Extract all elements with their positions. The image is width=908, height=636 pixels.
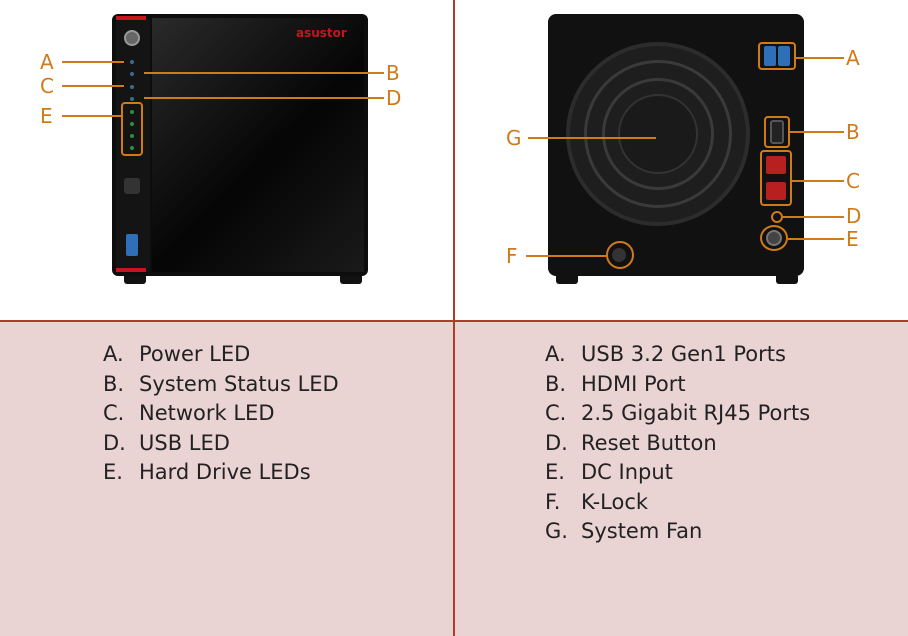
list-item: F.K-Lock — [545, 489, 649, 514]
led-indicator — [130, 97, 134, 101]
front-callout-a: A — [40, 50, 54, 74]
nas-foot-left — [124, 276, 146, 284]
list-item: C.Network LED — [103, 401, 275, 425]
list-item: G.System Fan — [545, 519, 703, 543]
front-leader-c — [62, 85, 124, 87]
list-item: D.USB LED — [103, 430, 230, 455]
fan-grille-ring — [584, 60, 732, 208]
back-callout-c: C — [846, 169, 860, 193]
fan-hub — [618, 94, 698, 174]
nas-foot-right — [340, 276, 362, 284]
front-leader-b — [144, 72, 384, 74]
front-leader-d — [144, 97, 384, 99]
nas-foot-left — [556, 276, 578, 284]
ethernet-port-icon — [766, 156, 786, 174]
back-callout-b: B — [846, 120, 860, 144]
red-accent-top — [116, 16, 146, 20]
back-callout-e: E — [846, 227, 859, 251]
back-leader-d — [783, 216, 844, 218]
front-callout-b: B — [386, 61, 400, 85]
front-legend-list: A.Power LED B.System Status LED C.Networ… — [103, 340, 339, 488]
list-item: D.Reset Button — [545, 430, 717, 455]
rj45-ports-highlight — [760, 150, 792, 206]
back-leader-c — [792, 180, 844, 182]
list-item: E.DC Input — [545, 460, 673, 484]
hdd-led — [130, 110, 134, 114]
back-callout-d: D — [846, 204, 862, 228]
red-accent-bottom — [116, 268, 146, 272]
front-leader-a — [62, 61, 124, 63]
brand-logo: asustor — [296, 26, 347, 40]
list-item: A.USB 3.2 Gen1 Ports — [545, 342, 786, 366]
list-item: E.Hard Drive LEDs — [103, 460, 311, 484]
dc-input-highlight — [760, 225, 788, 251]
front-callout-e: E — [40, 104, 53, 128]
vertical-divider — [453, 0, 455, 636]
back-leader-f — [526, 255, 606, 257]
hdd-led — [130, 122, 134, 126]
nas-foot-right — [776, 276, 798, 284]
back-callout-f: F — [506, 244, 518, 268]
back-leader-b — [790, 131, 844, 133]
fan-grille-ring — [602, 78, 714, 190]
front-leader-e — [62, 115, 121, 117]
list-item: C.2.5 Gigabit RJ45 Ports — [545, 401, 811, 425]
usb-port-icon — [764, 46, 776, 66]
hdmi-port-highlight — [764, 116, 790, 148]
front-callout-c: C — [40, 74, 54, 98]
usb-port-icon — [778, 46, 790, 66]
back-leader-a — [796, 57, 844, 59]
led-indicator — [130, 72, 134, 76]
hdmi-port-icon — [770, 120, 784, 144]
back-leader-e — [788, 238, 844, 240]
list-item: B.System Status LED — [103, 371, 339, 396]
led-indicator — [130, 60, 134, 64]
hdd-led-highlight — [121, 102, 143, 156]
list-item: B.HDMI Port — [545, 371, 686, 396]
front-callout-d: D — [386, 86, 402, 110]
back-callout-a: A — [846, 46, 860, 70]
back-leader-g — [528, 137, 656, 139]
k-lock-highlight — [606, 241, 634, 269]
led-indicator — [130, 85, 134, 89]
usb-port-icon — [126, 234, 138, 256]
back-legend-list: A.USB 3.2 Gen1 Ports B.HDMI Port C.2.5 G… — [545, 340, 810, 547]
ethernet-port-icon — [766, 182, 786, 200]
list-item: A.Power LED — [103, 342, 251, 366]
hdd-led — [130, 134, 134, 138]
nas-front-glossy-panel — [152, 18, 364, 272]
hdd-led — [130, 146, 134, 150]
copy-button-icon — [124, 178, 140, 194]
reset-button-icon — [771, 211, 783, 223]
back-callout-g: G — [506, 126, 522, 150]
usb-ports-highlight — [758, 42, 796, 70]
power-button-icon — [124, 30, 140, 46]
